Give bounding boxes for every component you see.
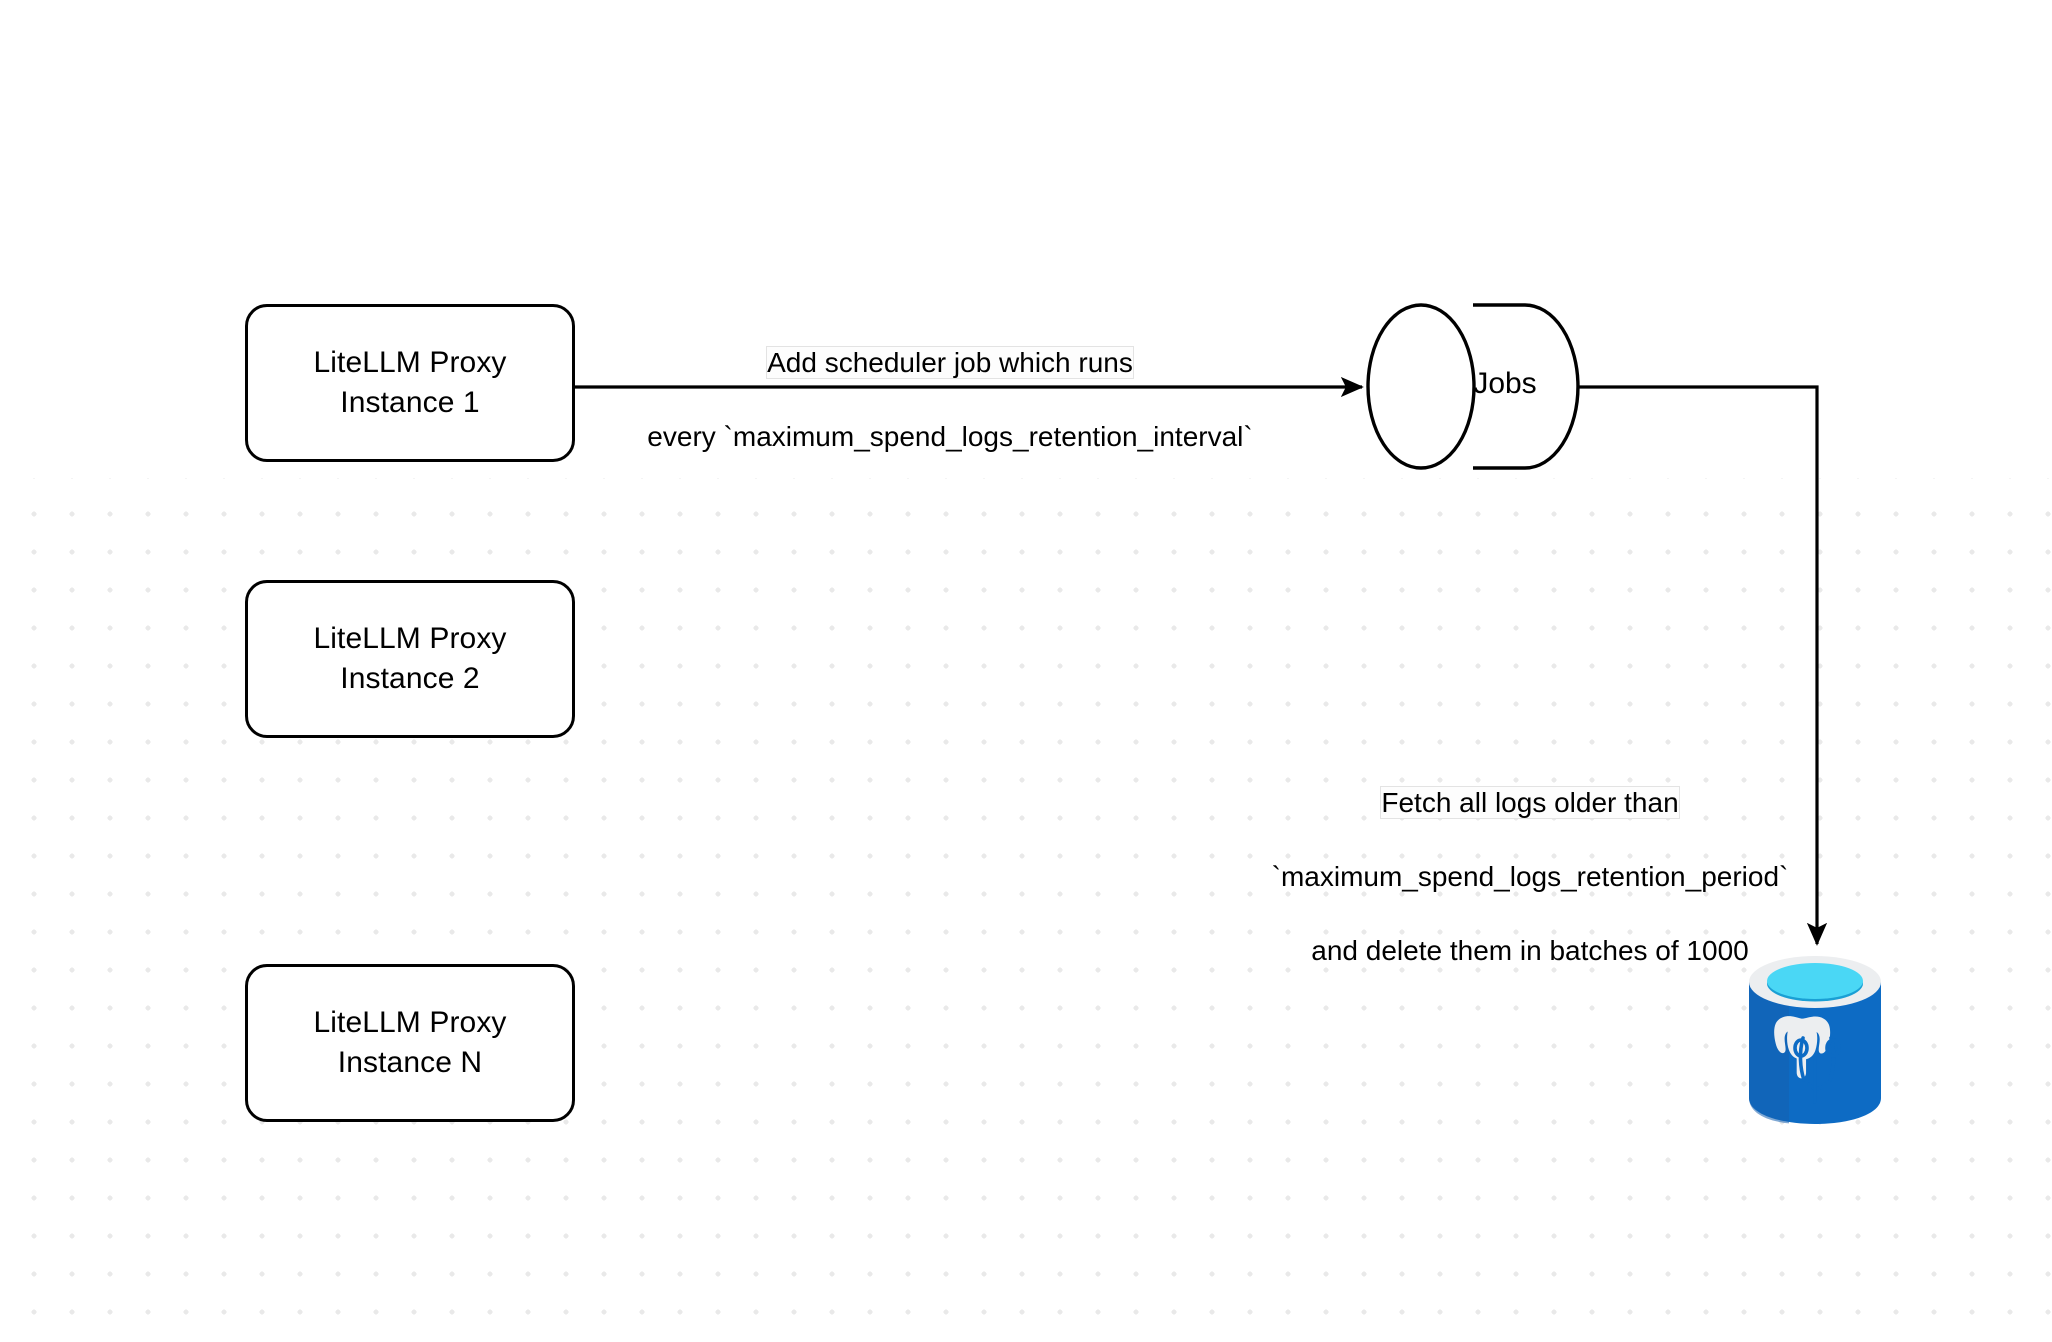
node-label: LiteLLM Proxy Instance 1	[313, 346, 507, 419]
postgresql-database-icon[interactable]	[1745, 952, 1885, 1128]
node-jobs-label: Jobs	[1473, 367, 1537, 400]
edge-label-fetch-line1: Fetch all logs older than	[1381, 786, 1679, 818]
edge-label-fetch-line2: `maximum_spend_logs_retention_period`	[1271, 860, 1789, 892]
edge-label-fetch-line3: and delete them in batches of 1000	[1311, 934, 1749, 966]
edge-label-scheduler-line1: Add scheduler job which runs	[767, 346, 1133, 378]
node-label: LiteLLM Proxy Instance 2	[313, 622, 507, 695]
jobs-cylinder-shape	[1366, 303, 1580, 470]
edge-label-scheduler-line2: every `maximum_spend_logs_retention_inte…	[647, 420, 1253, 452]
node-litellm-proxy-instance-n[interactable]: LiteLLM Proxy Instance N	[245, 964, 575, 1122]
node-litellm-proxy-instance-2[interactable]: LiteLLM Proxy Instance 2	[245, 580, 575, 738]
node-litellm-proxy-instance-1[interactable]: LiteLLM Proxy Instance 1	[245, 304, 575, 462]
edge-label-fetch: Fetch all logs older than `maximum_spend…	[1270, 748, 1790, 970]
connector-jobs-to-postgres	[1578, 385, 1828, 946]
edge-label-scheduler: Add scheduler job which runs every `maxi…	[600, 308, 1300, 456]
node-label: LiteLLM Proxy Instance N	[313, 1006, 507, 1079]
